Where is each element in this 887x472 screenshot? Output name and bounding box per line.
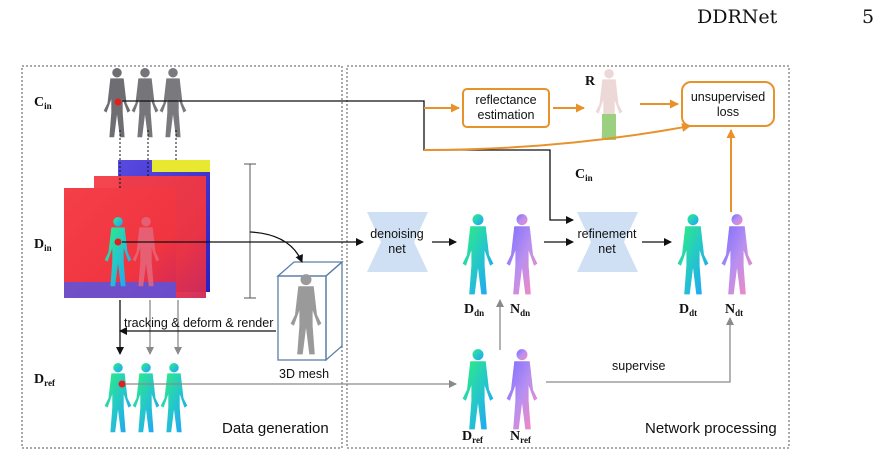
denoising-label-line2: net	[388, 242, 406, 256]
sample-point-cin	[114, 98, 122, 106]
data-generation-title: Data generation	[222, 420, 329, 437]
symbol-nref: Nref	[510, 429, 532, 445]
symbol-ddt: Ddt	[679, 302, 697, 318]
unsupervised-label-line2: loss	[717, 105, 739, 119]
mesh-annotation: 3D mesh	[279, 367, 329, 381]
unsupervised-loss-box	[681, 81, 775, 127]
depth-reference-figures	[104, 362, 188, 433]
refined-output-figures	[677, 214, 753, 295]
depth-input-stack	[64, 160, 256, 299]
reflectance-output-figure	[595, 68, 623, 140]
symbol-dref: Dref	[462, 429, 484, 445]
reference-output-figures	[462, 349, 538, 430]
network-processing-title: Network processing	[645, 420, 777, 437]
symbol-cin: Cin	[575, 167, 593, 183]
sample-point-dref	[118, 380, 126, 388]
label-din: Din	[34, 237, 52, 253]
label-dref: Dref	[34, 372, 56, 388]
color-input-photos	[103, 67, 187, 138]
tracking-annotation: tracking & deform & render	[124, 316, 273, 330]
refinement-label-line1: refinement	[577, 227, 637, 241]
running-header-title: DDRNet	[697, 6, 778, 28]
page-number: 5	[862, 6, 875, 28]
label-cin: Cin	[34, 95, 52, 111]
network-processing-panel	[346, 65, 790, 449]
denoising-label-line1: denoising	[370, 227, 424, 241]
denoised-output-figures	[462, 214, 538, 295]
data-generation-panel	[21, 65, 343, 449]
sample-point-din	[114, 238, 122, 246]
refinement-net-shape	[577, 212, 638, 272]
symbol-ndn: Ndn	[510, 302, 530, 318]
reflectance-label-line1: reflectance	[475, 93, 536, 107]
reflectance-estimation-box	[462, 88, 550, 128]
denoising-net-shape	[367, 212, 428, 272]
symbol-ddn: Ddn	[464, 302, 484, 318]
reflectance-label-line2: estimation	[478, 108, 535, 122]
refinement-label-line2: net	[598, 242, 616, 256]
symbol-ndt: Ndt	[725, 302, 743, 318]
symbol-r: R	[585, 74, 596, 89]
unsupervised-label-line1: unsupervised	[691, 90, 765, 104]
3d-mesh-box	[276, 260, 344, 362]
supervise-annotation: supervise	[612, 359, 666, 373]
